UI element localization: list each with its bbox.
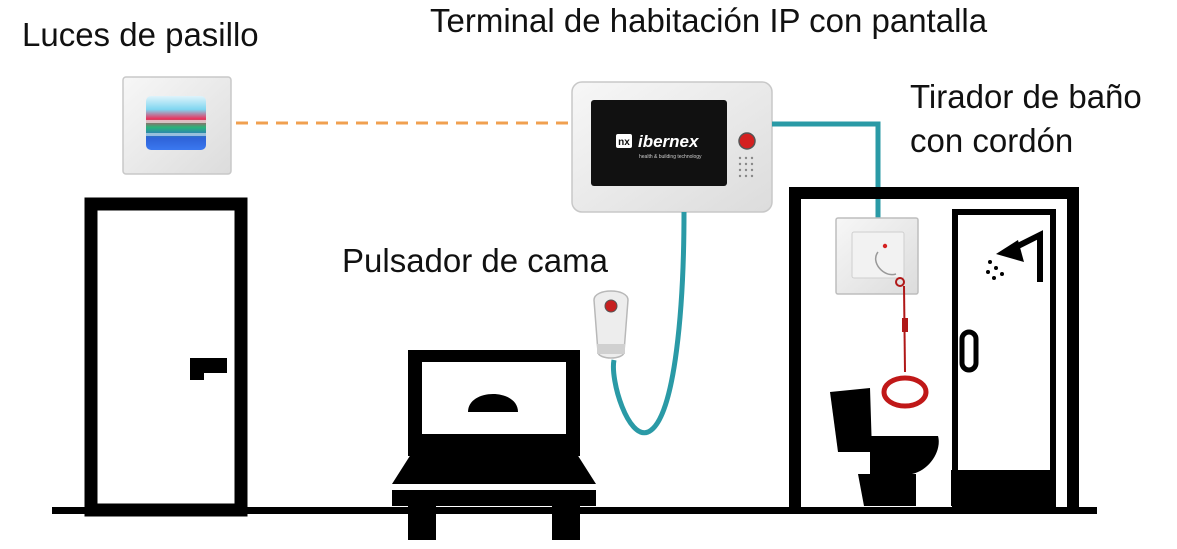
hall-lights-label: Luces de pasillo	[22, 16, 259, 53]
bathroom	[789, 187, 1079, 510]
bed-button-label: Pulsador de cama	[342, 242, 608, 279]
room-terminal-label: Terminal de habitación IP con pantalla	[430, 2, 988, 39]
bath-pull-label-line2: con cordón	[910, 122, 1074, 159]
pull-cord-ring	[881, 375, 929, 409]
terminal-speaker-grille	[738, 156, 754, 178]
room-terminal-device: nx ibernex health & building technology	[571, 81, 773, 213]
bath-pull-device	[835, 217, 929, 409]
shower-cabin	[951, 209, 1056, 507]
bed	[392, 350, 596, 540]
toilet	[830, 388, 939, 506]
terminal-tagline: health & building technology	[639, 154, 702, 160]
hall-light-device	[122, 76, 232, 175]
bath-pull-cable	[772, 121, 881, 220]
terminal-call-button	[738, 132, 756, 150]
door	[84, 197, 248, 517]
terminal-logo-mark: nx	[618, 137, 630, 148]
shower-handle	[959, 329, 979, 373]
terminal-brand: ibernex	[638, 132, 700, 151]
shower-head-icon	[986, 230, 1043, 282]
bath-pull-label-line1: Tirador de baño	[910, 78, 1142, 115]
bed-button-device	[593, 290, 629, 359]
bed-button-cable	[610, 211, 687, 436]
